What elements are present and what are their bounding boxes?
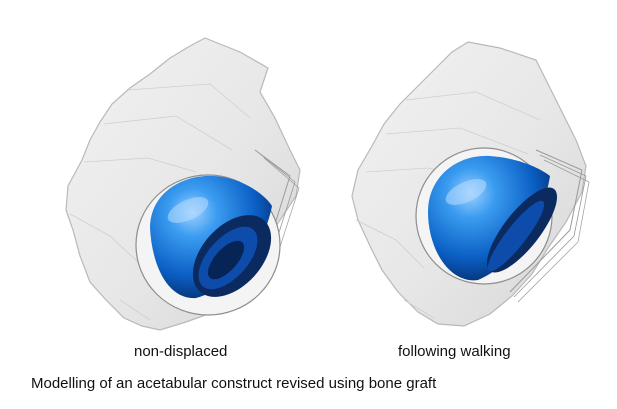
panel-following-walking: [351, 41, 590, 327]
panel-label-following-walking: following walking: [398, 343, 511, 360]
figure-caption: Modelling of an acetabular construct rev…: [31, 375, 437, 392]
panel-label-non-displaced: non-displaced: [134, 343, 228, 360]
panel-non-displaced: [65, 37, 301, 331]
